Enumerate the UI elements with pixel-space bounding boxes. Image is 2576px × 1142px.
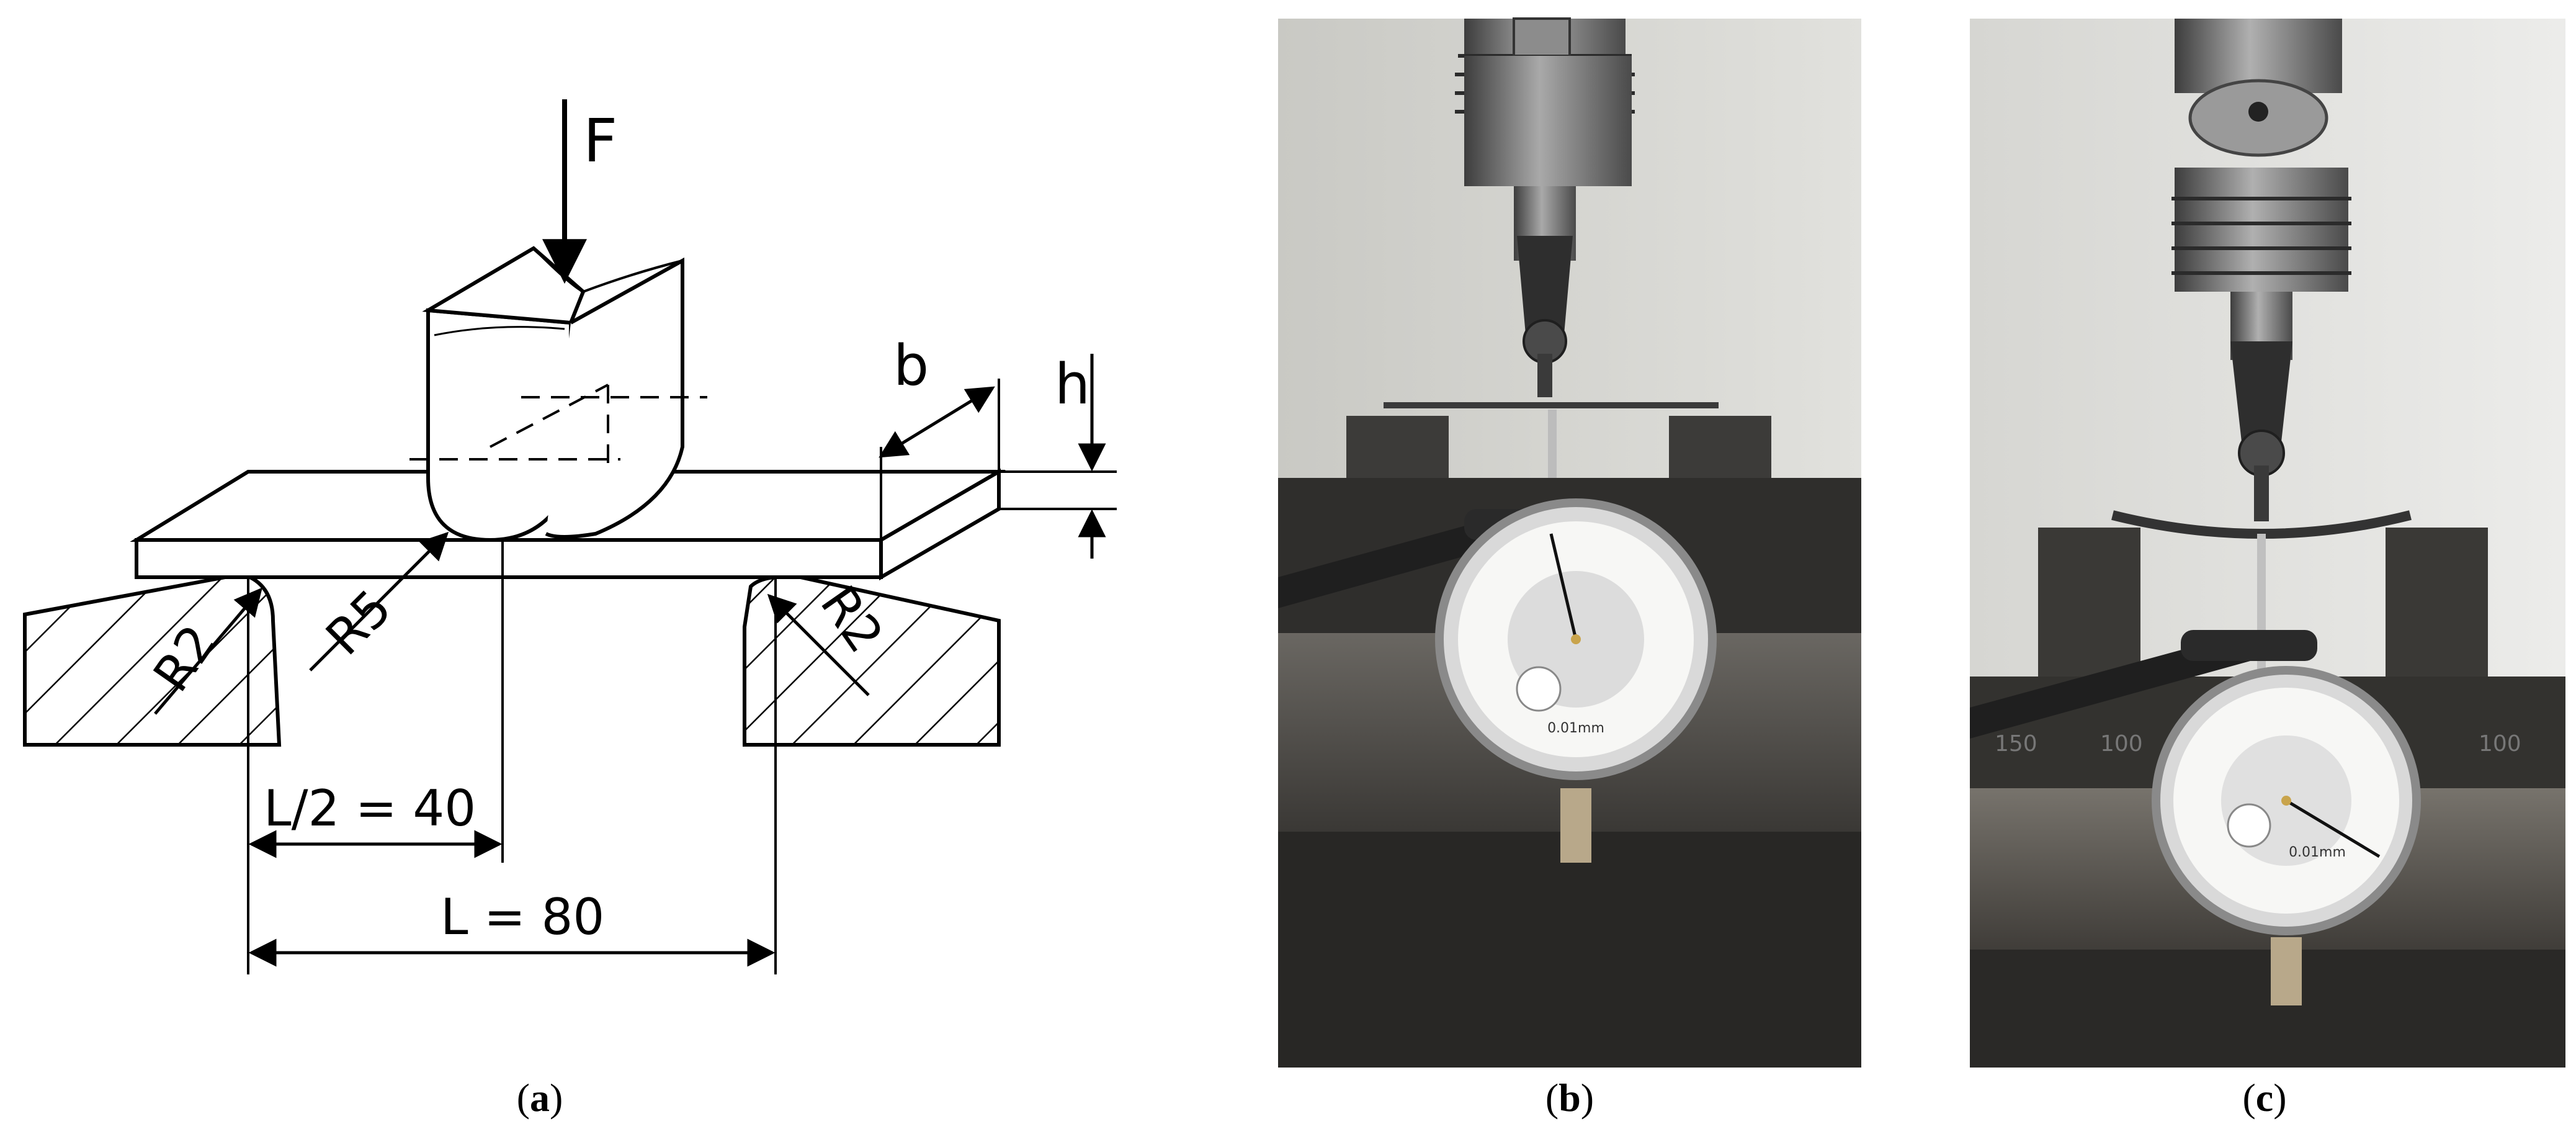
half-span-label: L/2 = 40: [264, 780, 476, 837]
height-label: h: [1055, 352, 1090, 417]
svg-text:0.01mm: 0.01mm: [2289, 845, 2346, 860]
center-lines: [409, 384, 707, 472]
punch-holder: [2230, 341, 2292, 453]
width-label: b: [893, 333, 929, 398]
bent-specimen: [2111, 510, 2412, 539]
panel-c-photo: 150 100 100 0.01mm (c): [1970, 0, 2565, 1142]
span-label: L = 80: [441, 888, 604, 946]
support-right-radius-leader: [767, 593, 870, 696]
svg-text:150: 150: [1995, 731, 2037, 757]
svg-text:100: 100: [2100, 731, 2143, 757]
specimen: [1384, 402, 1719, 408]
punch-radius-leader: [309, 531, 449, 672]
force-label: F: [583, 106, 617, 176]
gauge-needle: [1549, 533, 1578, 640]
gauge-needle: [2285, 799, 2381, 858]
loading-punch: [422, 246, 684, 542]
panel-a-schematic: F b h R5 R2 R2 L/2 = 40 L = 80 (a): [0, 0, 1216, 1142]
photo-c-illustration: 150 100 100 0.01mm (c): [1970, 19, 2565, 1120]
support-left-radius-leader: [154, 587, 262, 715]
extension-lines: [247, 540, 777, 974]
width-dimension-line: [879, 386, 995, 458]
dial-gauge: 0.01mm: [1435, 498, 1717, 780]
thread-rings: [2171, 197, 2351, 275]
punch-holder: [1517, 236, 1573, 341]
photo-b-illustration: 0.01mm (b): [1278, 17, 1861, 1120]
svg-text:0.01mm: 0.01mm: [1547, 721, 1604, 736]
panel-c-caption: (c): [2242, 1076, 2286, 1120]
bending-test-schematic: F b h R5 R2 R2 L/2 = 40 L = 80 (a): [23, 99, 1117, 1120]
dial-gauge: 0.01mm: [2152, 666, 2421, 935]
panel-a-caption: (a): [517, 1076, 563, 1120]
panel-b-photo: 0.01mm (b): [1272, 0, 1867, 1142]
svg-text:100: 100: [2479, 731, 2521, 757]
panel-b-caption: (b): [1545, 1076, 1594, 1120]
